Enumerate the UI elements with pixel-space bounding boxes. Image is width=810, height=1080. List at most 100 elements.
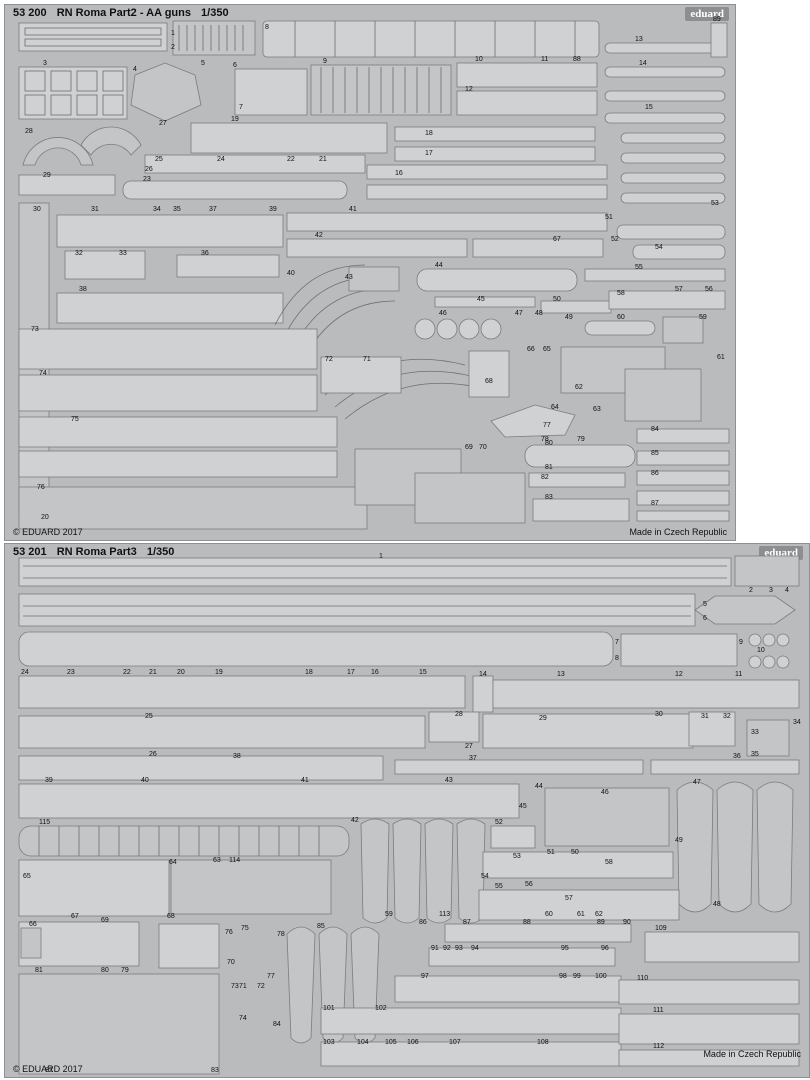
svg-text:78: 78 (541, 436, 549, 443)
svg-text:82: 82 (541, 474, 549, 481)
svg-text:52: 52 (495, 819, 503, 826)
svg-text:27: 27 (159, 120, 167, 127)
svg-text:33: 33 (119, 250, 127, 257)
svg-text:1: 1 (171, 30, 175, 37)
svg-text:93: 93 (455, 945, 463, 952)
svg-text:72: 72 (325, 356, 333, 363)
svg-text:75: 75 (241, 925, 249, 932)
part-56-57 (478, 889, 680, 921)
svg-text:79: 79 (577, 436, 585, 443)
svg-text:82: 82 (45, 1067, 53, 1074)
svg-text:89: 89 (713, 16, 721, 23)
part-111 (618, 1013, 800, 1045)
svg-text:5: 5 (201, 60, 205, 67)
part-101-102 (320, 1007, 622, 1035)
part-74 (18, 374, 318, 412)
svg-text:9: 9 (739, 639, 743, 646)
svg-text:33: 33 (751, 729, 759, 736)
svg-text:92: 92 (443, 945, 451, 952)
svg-text:15: 15 (419, 669, 427, 676)
part-63-114 (170, 859, 332, 915)
part-89 (710, 22, 728, 58)
svg-text:44: 44 (535, 783, 543, 790)
svg-text:23: 23 (67, 669, 75, 676)
part-89-95 (428, 947, 616, 967)
svg-text:110: 110 (637, 975, 648, 982)
svg-text:1: 1 (379, 553, 383, 560)
part-46-wheels (414, 318, 502, 340)
svg-text:112: 112 (653, 1043, 664, 1050)
svg-text:29: 29 (539, 715, 547, 722)
svg-text:72: 72 (257, 983, 265, 990)
svg-text:106: 106 (407, 1039, 419, 1046)
svg-text:3: 3 (43, 60, 47, 67)
svg-text:20: 20 (41, 514, 49, 521)
svg-text:48: 48 (713, 901, 721, 908)
part-86 (636, 470, 730, 486)
part-29 (482, 713, 694, 749)
svg-text:104: 104 (357, 1039, 369, 1046)
svg-text:48: 48 (535, 310, 543, 317)
svg-text:17: 17 (347, 669, 355, 676)
fret-name: RN Roma Part2 - AA guns (56, 7, 191, 19)
part-31 (688, 711, 736, 747)
svg-text:7: 7 (615, 639, 619, 646)
svg-text:96: 96 (601, 945, 609, 952)
svg-text:79: 79 (121, 967, 129, 974)
svg-text:16: 16 (395, 170, 403, 177)
svg-text:86: 86 (419, 919, 427, 926)
svg-text:105: 105 (385, 1039, 397, 1046)
part-11-24 (18, 675, 466, 709)
svg-text:5: 5 (703, 601, 707, 608)
svg-text:34: 34 (793, 719, 801, 726)
svg-text:61: 61 (717, 354, 725, 361)
svg-text:46: 46 (439, 310, 447, 317)
svg-text:3: 3 (769, 587, 773, 594)
svg-text:95: 95 (561, 945, 569, 952)
part-23 (122, 180, 348, 200)
brand-logo: eduard (685, 7, 729, 21)
part-58 (608, 290, 726, 310)
part-31-39 (56, 214, 284, 248)
part-13 (492, 679, 800, 709)
svg-text:66: 66 (29, 921, 37, 928)
part-87 (636, 490, 730, 506)
svg-text:40: 40 (287, 270, 295, 277)
svg-text:37: 37 (469, 755, 477, 762)
svg-text:25: 25 (155, 156, 163, 163)
svg-text:42: 42 (351, 817, 359, 824)
part-67 (472, 238, 604, 258)
svg-text:69: 69 (465, 444, 473, 451)
svg-text:26: 26 (149, 751, 157, 758)
fret-title: 53 200 RN Roma Part2 - AA guns 1/350 (13, 7, 236, 19)
svg-text:59: 59 (699, 314, 707, 321)
part-28-rings (22, 126, 142, 166)
part-44 (416, 268, 578, 292)
fret-name: RN Roma Part3 (56, 546, 137, 558)
part-3-group (18, 66, 128, 120)
svg-text:101: 101 (323, 1005, 335, 1012)
svg-text:97: 97 (421, 973, 429, 980)
svg-text:57: 57 (675, 286, 683, 293)
fret-code: 53 200 (13, 7, 47, 19)
svg-text:12: 12 (465, 86, 473, 93)
part-110 (618, 979, 800, 1005)
copyright-text: © EDUARD 2017 (13, 1064, 83, 1074)
part-9-strip (310, 64, 452, 116)
part-115-row (18, 825, 350, 857)
part-16 (366, 164, 608, 180)
svg-text:89: 89 (597, 919, 605, 926)
part-62d (414, 472, 526, 524)
svg-text:60: 60 (617, 314, 625, 321)
svg-text:81: 81 (545, 464, 553, 471)
part-9 (620, 633, 738, 667)
svg-text:55: 55 (635, 264, 643, 271)
svg-text:70: 70 (479, 444, 487, 451)
part-28 (428, 711, 480, 743)
svg-text:28: 28 (25, 128, 33, 135)
part-65 (18, 859, 170, 917)
part-37 (394, 759, 644, 775)
svg-text:77: 77 (543, 422, 551, 429)
svg-text:36: 36 (201, 250, 209, 257)
